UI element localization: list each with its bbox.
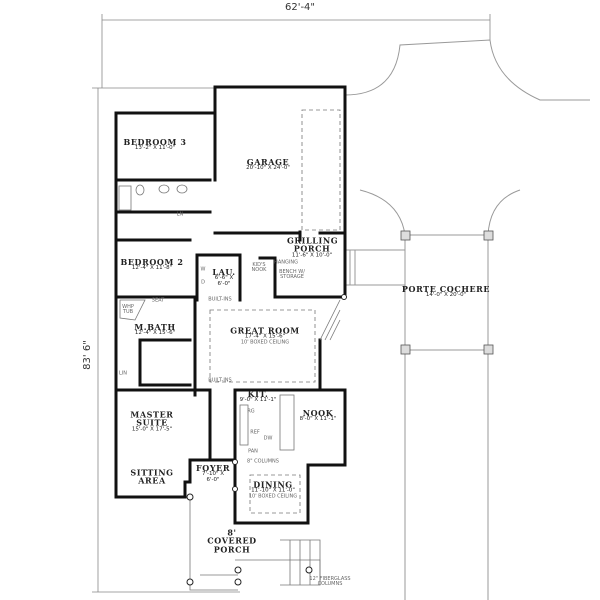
walls — [114, 85, 347, 525]
room-size: 12'-4" X 15'-6" — [134, 330, 176, 337]
note-whp-tub: WHP TUB — [122, 303, 134, 315]
room-name: GREAT ROOM — [230, 325, 300, 336]
room-name: PORTE COCHERE — [401, 283, 491, 294]
note-built-ins-1: BUILT-INS — [208, 296, 232, 303]
room-size: 11'-10" X 11'-0" — [251, 487, 295, 494]
room-size: 20'-10" X 24'-0" — [246, 165, 290, 172]
room-size: 13'-2" X 11'-0" — [134, 145, 176, 152]
room-note: 10' BOXED CEILING — [248, 493, 298, 500]
note-seat: SEAT — [151, 297, 165, 304]
fixtures — [118, 109, 341, 591]
room-size: 7'-10" X 6'-0" — [201, 471, 225, 484]
room-size: 9'-0" X 11'-1" — [239, 397, 277, 404]
room-size: 8'-0" X 11'-1" — [299, 416, 337, 423]
room-name: FOYER — [196, 463, 231, 474]
note-lin: LIN — [118, 370, 128, 377]
room-size: 11'-6" X 10'-0" — [291, 252, 333, 259]
room-covered-porch: 8' COVERED PORCH — [202, 528, 262, 553]
note-kids-nook: KID'S NOOK — [251, 261, 267, 273]
porch-columns — [186, 294, 347, 586]
note-columns: 8" COLUMNS — [247, 458, 279, 465]
room-name: NOOK — [302, 407, 334, 418]
room-name: KIT. — [247, 388, 269, 399]
note-bench: BENCH W/ STORAGE — [279, 268, 305, 280]
note-fiberglass-columns: 12" FIBERGLASS COLUMNS — [309, 575, 351, 587]
overall-depth: 83' 6" — [81, 340, 93, 370]
note-dw: DW — [263, 435, 273, 442]
room-laundry: LAU.6'-6" X 6'-0" — [212, 268, 236, 288]
room-name: GARAGE — [246, 156, 290, 167]
room-name: LAU. — [212, 267, 236, 278]
room-name: SITTING AREA — [130, 467, 174, 486]
room-name: 8' COVERED PORCH — [207, 527, 257, 555]
room-size: 14'-0" X 20'-0" — [425, 292, 467, 299]
note-hanging: HANGING — [274, 259, 298, 266]
room-name: DINING — [253, 479, 293, 490]
room-note: 10' BOXED CEILING — [240, 339, 290, 346]
room-name: GRILLING PORCH — [287, 235, 339, 255]
room-kitchen: KIT.9'-0" X 11'-1" — [240, 390, 277, 404]
room-sitting-area: SITTING AREA — [127, 467, 177, 486]
room-size: 15'-0" X 17'-5" — [131, 426, 173, 433]
room-size: 12'-4" X 11'-8" — [131, 265, 173, 272]
overall-width: 62'-4" — [284, 1, 316, 13]
porte-cochere-outline — [344, 39, 590, 600]
note-ref: REF — [250, 429, 260, 436]
note-w: W — [200, 266, 206, 273]
note-pan: PAN — [248, 448, 258, 455]
room-name: M.BATH — [134, 321, 176, 332]
room-name: BEDROOM 2 — [120, 256, 184, 267]
dimension-lines — [92, 14, 491, 593]
room-name: BEDROOM 3 — [123, 136, 187, 147]
room-size: 17'-4" X 15'-6" — [244, 333, 286, 340]
note-ln: LN — [176, 211, 184, 218]
room-size: 6'-6" X 6'-0" — [214, 275, 234, 288]
note-rg: RG — [247, 408, 255, 415]
note-d: D — [201, 279, 205, 286]
note-built-ins-2: BUILT-INS — [208, 377, 232, 384]
room-name: MASTER SUITE — [130, 409, 174, 429]
porte-cochere-columns — [400, 230, 494, 355]
